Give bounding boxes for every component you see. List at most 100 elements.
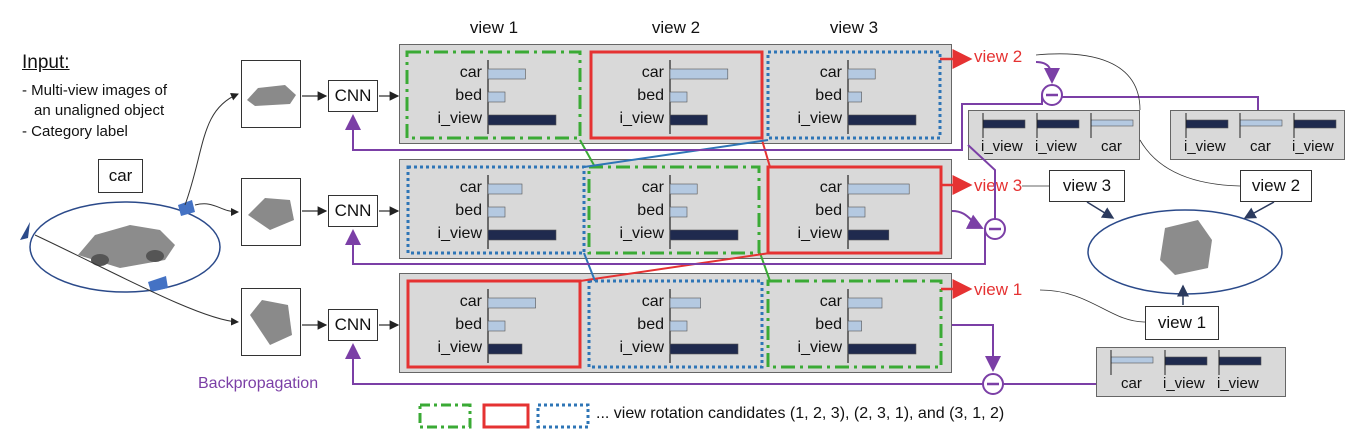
score-bar-car [669,68,729,80]
score-bar-i_view [487,229,557,241]
target-label-i_view: i_view [1184,138,1226,155]
camera-to-thumb-1 [184,93,239,206]
cnn-box-3: CNN [328,309,378,341]
pose-label-view-3: view 3 [1049,170,1125,202]
red-output-row-1: view 2 [974,47,1023,66]
score-bar-i_view [669,229,739,241]
candidate-green-row3 [766,279,943,369]
score-bar-car [487,297,536,309]
target-label-i_view: i_view [1035,138,1077,155]
input-orbit-ellipse [29,201,221,293]
score-bar-i_view [847,229,890,241]
backpropagation-label: Backpropagation [198,375,319,392]
score-row-label: i_view [619,339,664,356]
cnn-box-2: CNN [328,195,378,227]
view-header-1: view 1 [469,18,519,37]
aligned-car-icon [1160,220,1212,275]
candidate-blue-row3 [587,279,764,369]
score-bar-car [669,183,698,195]
score-row-label: car [459,179,482,196]
legend-blue-box [536,403,590,429]
score-bar-i_view [669,343,739,355]
candidate-green-row2 [587,165,761,255]
score-row-label: i_view [619,110,664,127]
score-row-label: i_view [437,110,482,127]
camera-to-thumb-3 [34,234,239,326]
target-label-i_view: i_view [1217,375,1259,392]
score-bar-i_view [487,343,523,355]
score-row-label: i_view [797,110,842,127]
target-bar-i_view [1218,356,1262,366]
score-row-label: bed [637,87,664,104]
score-row-label: car [819,293,842,310]
pose-label-view-2: view 2 [1240,170,1312,202]
score-row-label: i_view [437,339,482,356]
score-row-label: bed [815,87,842,104]
score-bar-car [847,297,883,309]
score-row-label: i_view [797,225,842,242]
score-row-label: car [819,64,842,81]
camera-icon [20,222,30,240]
score-row-label: bed [455,202,482,219]
input-bullet-1: - Multi-view images of [22,82,168,99]
score-bars [487,60,917,363]
score-bar-bed [669,206,688,218]
score-row-label: bed [455,87,482,104]
score-row-label: car [641,64,664,81]
camera-to-thumb-2 [194,203,239,216]
thumbnail-view-3 [241,288,301,356]
score-bar-i_view [847,114,917,126]
target-label-car: car [1250,138,1271,155]
score-row-label: car [641,179,664,196]
candidate-red-row3 [406,279,582,369]
target-bar-i_view [1293,119,1337,129]
score-bar-i_view [669,114,708,126]
input-car-icon [78,225,175,268]
legend-text: ... view rotation candidates (1, 2, 3), … [596,405,1005,422]
score-bar-bed [847,91,862,103]
input-title: Input: [22,52,70,73]
thumbnail-car-icon [247,85,296,345]
red-output-row-2: view 3 [974,176,1023,195]
target-label-car: car [1101,138,1122,155]
candidate-green-row1 [405,50,582,140]
target-box-view-1 [1096,347,1286,397]
camera-icon [178,200,195,216]
score-row-label: bed [637,316,664,333]
score-row-label: bed [815,316,842,333]
score-bar-i_view [487,114,557,126]
target-bars [982,113,1337,375]
score-bar-bed [669,320,688,332]
candidate-blue-row2 [406,165,586,255]
score-bar-bed [487,91,506,103]
score-bar-bed [669,91,688,103]
target-label-i_view: i_view [1292,138,1334,155]
target-label-car: car [1121,375,1142,392]
score-bar-bed [847,206,866,218]
score-row-label: bed [815,202,842,219]
pose-label-view-1: view 1 [1145,306,1219,340]
input-bullet-1b: an unaligned object [34,102,165,119]
score-bar-i_view [847,343,917,355]
score-row-label: car [459,64,482,81]
target-bar-car [1239,119,1283,127]
red-output-row-3: view 1 [974,280,1023,299]
category-label-box: car [98,159,143,193]
camera-icon [148,276,168,292]
input-bullet-2: - Category label [22,123,128,140]
view-header-3: view 3 [829,18,879,37]
score-row-label: car [459,293,482,310]
score-row-label: car [819,179,842,196]
legend-green-box [418,403,472,429]
score-row-label: car [641,293,664,310]
score-bar-car [847,183,910,195]
target-bar-i_view [1036,119,1080,129]
score-row-label: bed [637,202,664,219]
cnn-box-1: CNN [328,80,378,112]
target-bar-i_view [1164,356,1208,366]
score-bar-car [487,183,523,195]
target-label-i_view: i_view [1163,375,1205,392]
target-bar-car [1090,119,1134,127]
target-bar-i_view [982,119,1026,129]
